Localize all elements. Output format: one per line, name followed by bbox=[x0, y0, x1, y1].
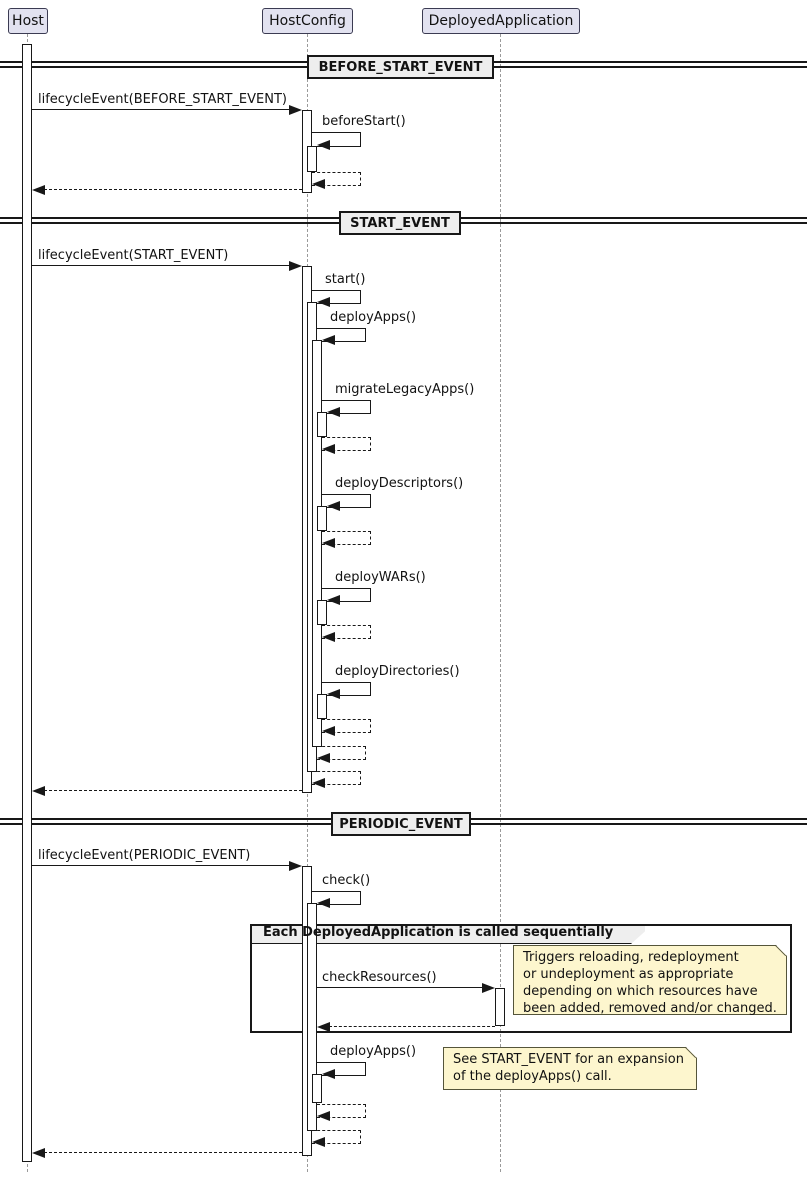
arrowhead-left-icon bbox=[317, 140, 330, 150]
participant-deployedapplication: DeployedApplication bbox=[422, 8, 580, 34]
self-return-deploywars bbox=[322, 625, 371, 639]
divider-before-start-event: BEFORE_START_EVENT bbox=[307, 55, 494, 79]
message-label-deploydirectories: deployDirectories() bbox=[335, 664, 460, 679]
arrowhead-left-icon bbox=[327, 689, 340, 699]
participant-hostconfig-label: HostConfig bbox=[269, 13, 346, 29]
group-fragment-header bbox=[252, 926, 645, 944]
self-call-deploywars bbox=[322, 588, 371, 602]
arrow-lifecycle-periodic bbox=[32, 865, 290, 866]
divider-start-event: START_EVENT bbox=[339, 211, 461, 235]
self-return-start bbox=[312, 771, 361, 785]
participant-host-label: Host bbox=[12, 13, 44, 29]
arrowhead-left-icon bbox=[317, 753, 330, 763]
divider-periodic-event: PERIODIC_EVENT bbox=[331, 812, 471, 836]
note-check-resources: Triggers reloading, redeployment or unde… bbox=[513, 945, 787, 1016]
self-return-deployapps-periodic bbox=[317, 1104, 366, 1118]
arrowhead-right-icon bbox=[289, 105, 302, 115]
divider-start-event-label: START_EVENT bbox=[350, 215, 450, 231]
arrowhead-right-icon bbox=[482, 983, 495, 993]
message-label-lifecycle-before: lifecycleEvent(BEFORE_START_EVENT) bbox=[38, 92, 287, 107]
arrow-lifecycle-before bbox=[32, 109, 290, 110]
self-return-beforestart bbox=[312, 172, 361, 186]
message-label-lifecycle-periodic: lifecycleEvent(PERIODIC_EVENT) bbox=[38, 848, 251, 863]
self-call-deployapps bbox=[317, 328, 366, 342]
note-deploy-apps: See START_EVENT for an expansion of the … bbox=[443, 1047, 697, 1090]
activation-bar-deployedapplication bbox=[495, 988, 505, 1026]
message-label-start: start() bbox=[325, 272, 366, 287]
arrowhead-left-icon bbox=[327, 501, 340, 511]
self-return-deploydescriptors bbox=[322, 531, 371, 545]
return-arrow-checkresources bbox=[329, 1026, 495, 1027]
arrowhead-right-icon bbox=[289, 861, 302, 871]
message-label-beforestart: beforeStart() bbox=[322, 114, 406, 129]
self-call-start bbox=[312, 290, 361, 304]
self-call-deploydirectories bbox=[322, 682, 371, 696]
arrowhead-left-icon bbox=[317, 1111, 330, 1121]
divider-periodic-event-label: PERIODIC_EVENT bbox=[339, 816, 463, 832]
activation-bar-deploywars bbox=[317, 600, 327, 625]
self-call-migratelegacyapps bbox=[322, 400, 371, 414]
self-return-check bbox=[312, 1130, 361, 1144]
arrowhead-left-icon bbox=[312, 179, 325, 189]
arrowhead-left-icon bbox=[312, 778, 325, 788]
activation-bar-deploydescriptors bbox=[317, 506, 327, 531]
divider-before-start-event-label: BEFORE_START_EVENT bbox=[318, 59, 483, 75]
message-label-deployapps-periodic: deployApps() bbox=[330, 1044, 417, 1059]
self-call-check bbox=[312, 891, 361, 905]
arrowhead-left-icon bbox=[322, 632, 335, 642]
arrowhead-left-icon bbox=[312, 1137, 325, 1147]
arrowhead-left-icon bbox=[317, 297, 330, 307]
arrowhead-left-icon bbox=[317, 898, 330, 908]
participant-host: Host bbox=[8, 8, 48, 34]
arrowhead-left-icon bbox=[327, 595, 340, 605]
activation-bar-deploydirectories bbox=[317, 694, 327, 719]
activation-bar-deployapps bbox=[312, 340, 322, 747]
group-fragment-label: Each DeployedApplication is called seque… bbox=[263, 925, 614, 940]
self-call-beforestart bbox=[312, 132, 361, 147]
activation-bar-check bbox=[307, 903, 317, 1131]
self-call-deploydescriptors bbox=[322, 494, 371, 508]
arrowhead-left-icon bbox=[322, 726, 335, 736]
arrowhead-left-icon bbox=[322, 335, 335, 345]
message-label-deployapps: deployApps() bbox=[330, 310, 417, 325]
activation-bar-beforestart bbox=[307, 146, 317, 172]
arrowhead-left-icon bbox=[32, 786, 45, 796]
message-label-check: check() bbox=[322, 873, 371, 888]
arrowhead-left-icon bbox=[32, 1148, 45, 1158]
self-call-deployapps-periodic bbox=[317, 1062, 366, 1076]
participant-hostconfig: HostConfig bbox=[262, 8, 353, 34]
message-label-deploydescriptors: deployDescriptors() bbox=[335, 476, 464, 491]
self-return-deploydirectories bbox=[322, 719, 371, 733]
arrow-checkresources bbox=[317, 987, 483, 988]
arrowhead-right-icon bbox=[289, 261, 302, 271]
message-label-deploywars: deployWARs() bbox=[335, 570, 426, 585]
arrowhead-left-icon bbox=[322, 538, 335, 548]
group-fragment bbox=[250, 924, 792, 1033]
arrowhead-left-icon bbox=[322, 444, 335, 454]
arrowhead-left-icon bbox=[322, 1069, 335, 1079]
self-return-migratelegacyapps bbox=[322, 437, 371, 451]
return-arrow-periodic bbox=[44, 1152, 302, 1153]
participant-deployedapplication-label: DeployedApplication bbox=[428, 13, 574, 29]
arrowhead-left-icon bbox=[327, 407, 340, 417]
message-label-lifecycle-start: lifecycleEvent(START_EVENT) bbox=[38, 248, 229, 263]
message-label-checkresources: checkResources() bbox=[322, 970, 437, 985]
arrow-lifecycle-start bbox=[32, 265, 290, 266]
activation-bar-deployapps-periodic bbox=[312, 1074, 322, 1103]
arrowhead-left-icon bbox=[317, 1022, 330, 1032]
return-arrow-start bbox=[44, 790, 302, 791]
arrowhead-left-icon bbox=[32, 185, 45, 195]
activation-bar-migratelegacyapps bbox=[317, 412, 327, 437]
self-return-deployapps bbox=[317, 746, 366, 760]
message-label-migratelegacyapps: migrateLegacyApps() bbox=[335, 382, 475, 397]
lifeline-deployedapplication bbox=[500, 34, 501, 1172]
return-arrow-before bbox=[44, 189, 302, 190]
activation-bar-host bbox=[22, 44, 32, 1162]
